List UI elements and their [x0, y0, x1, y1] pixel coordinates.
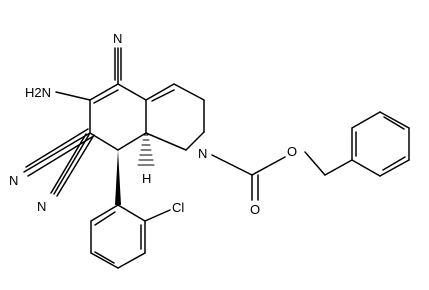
label-n-cyano-left2: N	[37, 199, 46, 214]
label-n-cyano-left1: N	[9, 173, 18, 188]
bond-lines	[23, 47, 410, 269]
label-stereo-h: H	[142, 171, 151, 186]
wedge-bond	[115, 150, 121, 205]
label-n-cyano-top: N	[113, 31, 122, 46]
label-chloro: Cl	[172, 200, 184, 215]
label-ester-o: O	[287, 144, 297, 159]
label-ring-n: N	[198, 146, 207, 161]
label-amino: H2N	[25, 85, 51, 100]
hash-bond	[137, 134, 155, 166]
label-carbonyl-o: O	[250, 202, 260, 217]
